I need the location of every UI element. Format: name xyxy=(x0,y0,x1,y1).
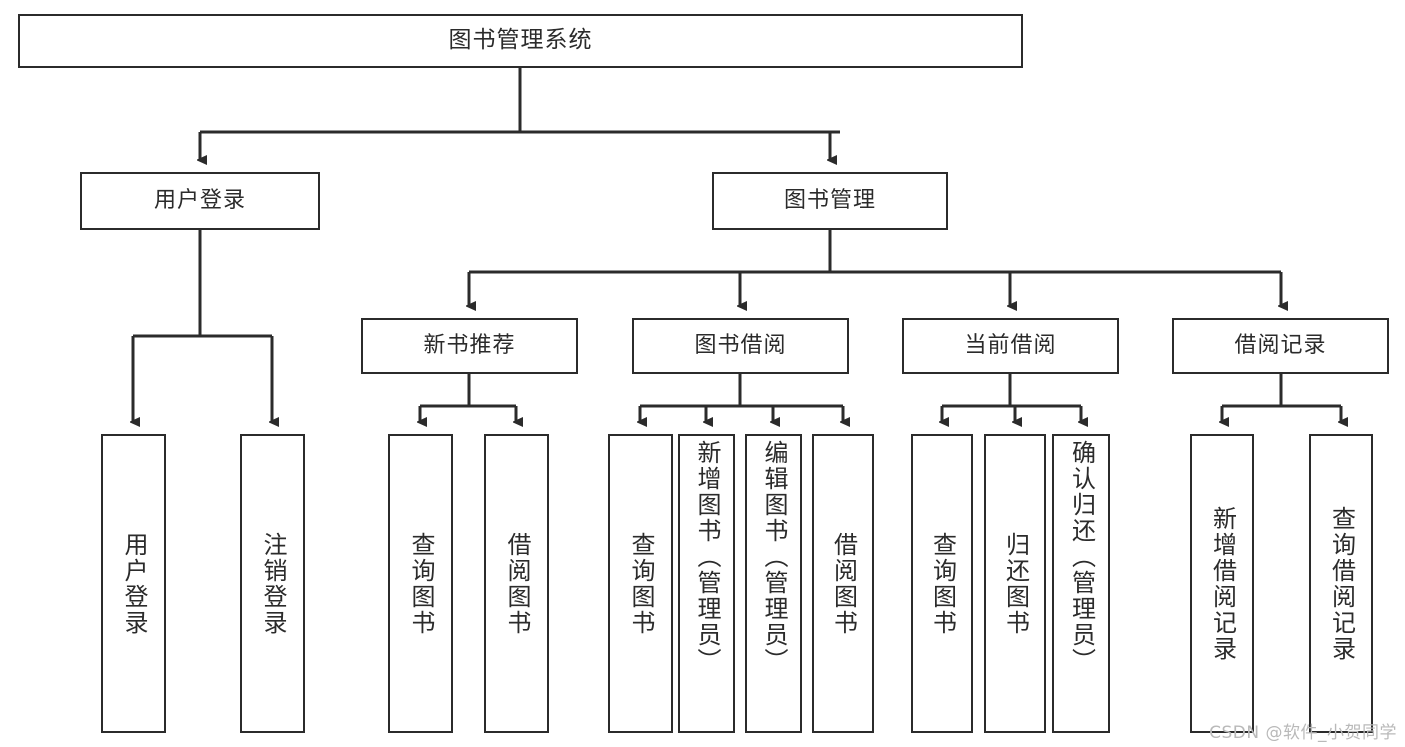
leaf-query-book-3-label: 查询图书 xyxy=(928,531,957,636)
leaf-borrow-book-1-label: 借阅图书 xyxy=(502,531,531,636)
leaf-borrow-book-2-label: 借阅图书 xyxy=(829,531,858,636)
leaf-logout-label: 注销登录 xyxy=(258,531,287,636)
leaf-borrow-book-2[interactable]: 借阅图书 xyxy=(812,434,874,733)
node-root[interactable]: 图书管理系统 xyxy=(18,14,1023,68)
leaf-query-book-2-label: 查询图书 xyxy=(626,531,655,636)
csdn-watermark: CSDN @软件_小贺同学 xyxy=(1209,723,1397,743)
node-new-book-rec-label: 新书推荐 xyxy=(423,332,516,358)
leaf-return-book-label: 归还图书 xyxy=(1001,531,1030,636)
node-borrow-record-label: 借阅记录 xyxy=(1234,332,1327,358)
leaf-query-book-1-label: 查询图书 xyxy=(406,531,435,636)
node-new-book-rec[interactable]: 新书推荐 xyxy=(361,318,578,374)
leaf-logout[interactable]: 注销登录 xyxy=(240,434,305,733)
leaf-edit-book[interactable]: 编辑图书（管理员） xyxy=(745,434,802,733)
leaf-add-record[interactable]: 新增借阅记录 xyxy=(1190,434,1254,733)
node-root-label: 图书管理系统 xyxy=(448,27,593,54)
leaf-return-book[interactable]: 归还图书 xyxy=(984,434,1046,733)
leaf-confirm-return-label: 确认归还（管理员） xyxy=(1067,440,1096,674)
node-user-login[interactable]: 用户登录 xyxy=(80,172,320,230)
leaf-borrow-book-1[interactable]: 借阅图书 xyxy=(484,434,549,733)
leaf-user-login[interactable]: 用户登录 xyxy=(101,434,166,733)
leaf-edit-book-label: 编辑图书（管理员） xyxy=(759,440,788,674)
node-current-borrow[interactable]: 当前借阅 xyxy=(902,318,1119,374)
node-book-manage[interactable]: 图书管理 xyxy=(712,172,948,230)
leaf-confirm-return[interactable]: 确认归还（管理员） xyxy=(1052,434,1110,733)
node-book-borrow[interactable]: 图书借阅 xyxy=(632,318,849,374)
leaf-user-login-label: 用户登录 xyxy=(119,531,148,636)
node-current-borrow-label: 当前借阅 xyxy=(964,332,1057,358)
leaf-query-record-label: 查询借阅记录 xyxy=(1327,505,1356,662)
leaf-add-record-label: 新增借阅记录 xyxy=(1208,505,1237,662)
leaf-add-book-label: 新增图书（管理员） xyxy=(692,440,721,674)
node-user-login-label: 用户登录 xyxy=(153,187,246,213)
node-book-borrow-label: 图书借阅 xyxy=(694,332,787,358)
leaf-query-record[interactable]: 查询借阅记录 xyxy=(1309,434,1373,733)
node-book-manage-label: 图书管理 xyxy=(783,187,876,213)
node-borrow-record[interactable]: 借阅记录 xyxy=(1172,318,1389,374)
leaf-query-book-1[interactable]: 查询图书 xyxy=(388,434,453,733)
leaf-add-book[interactable]: 新增图书（管理员） xyxy=(678,434,735,733)
leaf-query-book-2[interactable]: 查询图书 xyxy=(608,434,673,733)
leaf-query-book-3[interactable]: 查询图书 xyxy=(911,434,973,733)
